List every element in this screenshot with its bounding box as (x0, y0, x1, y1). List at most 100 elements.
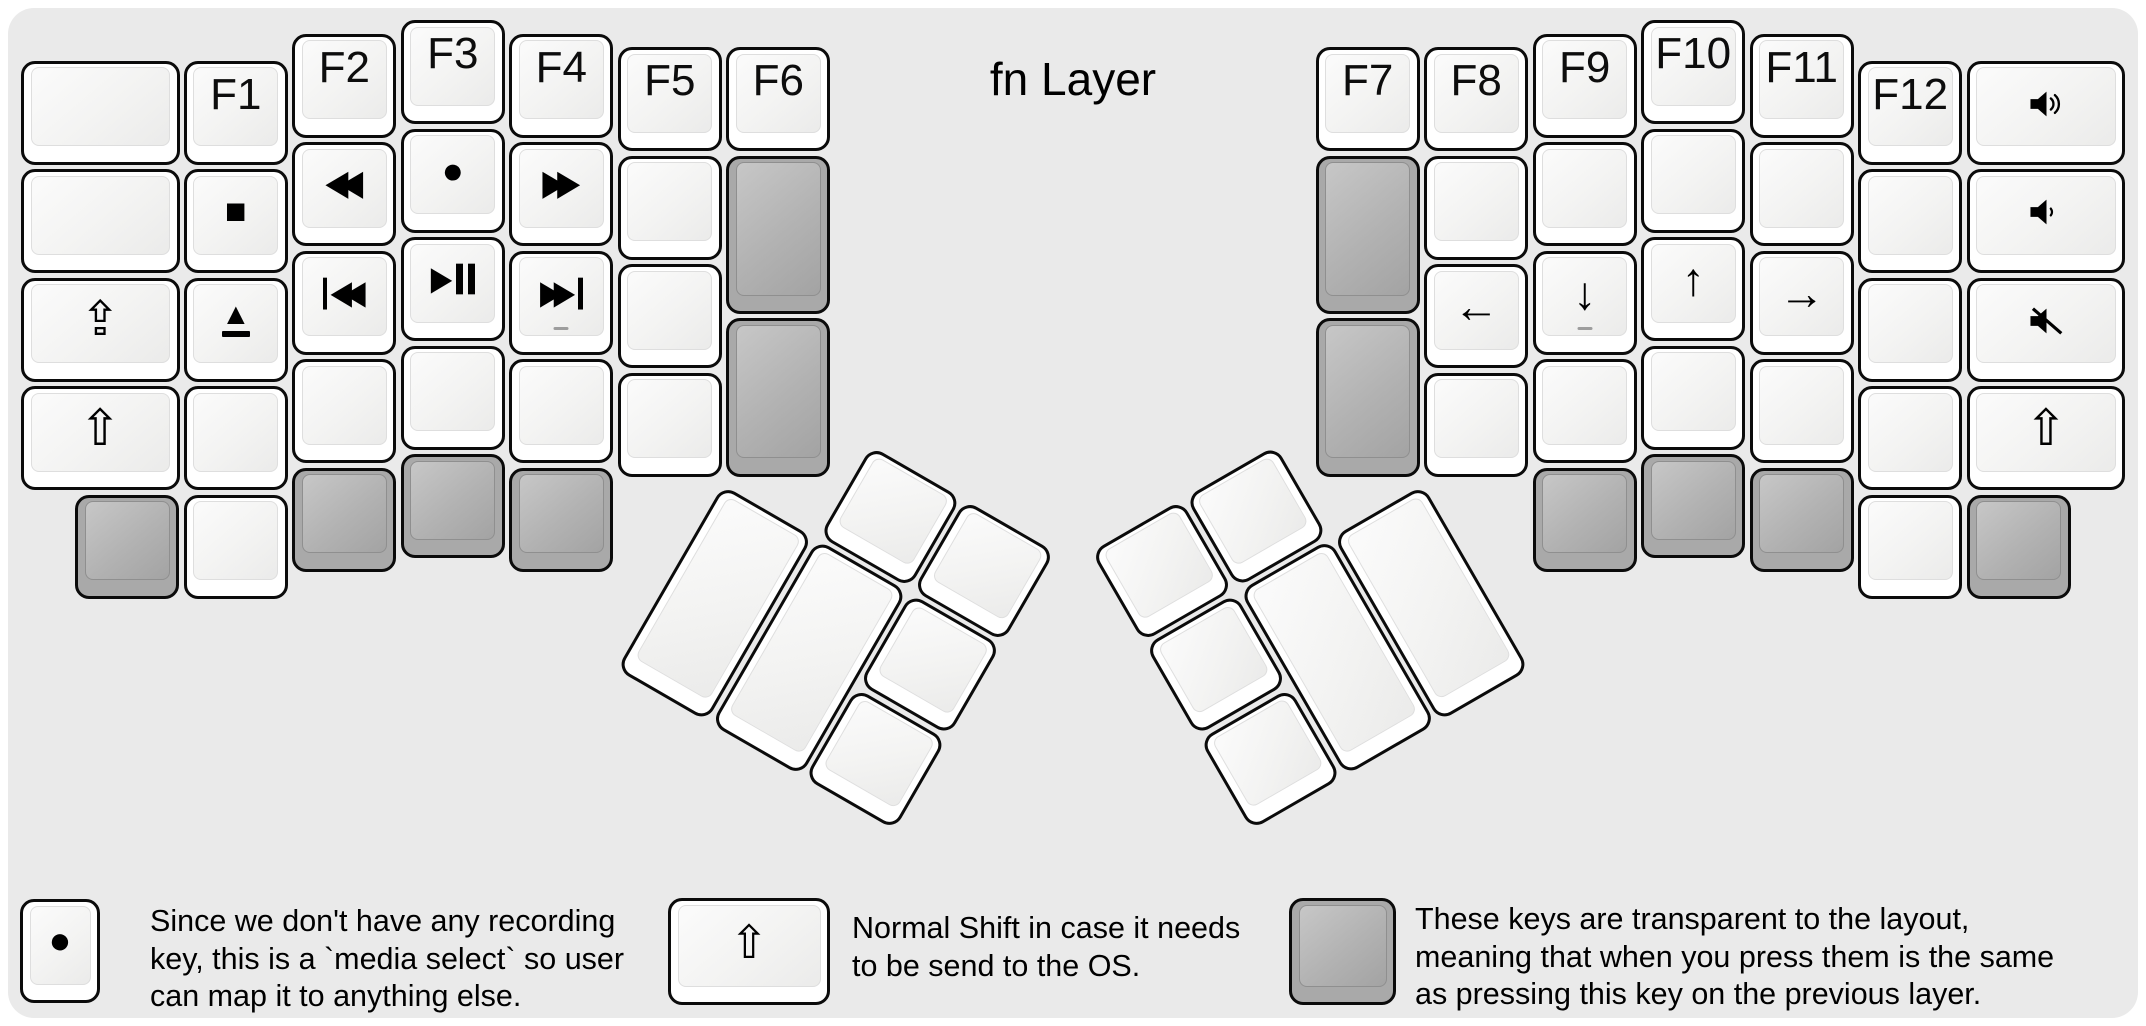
keycap-top (1867, 284, 1953, 364)
key-label: F2 (318, 42, 370, 92)
keycap-top (627, 379, 713, 458)
key-blank (21, 169, 180, 274)
keycap-top: ↑ (1650, 243, 1736, 323)
pause-bar (467, 263, 475, 295)
key-blank (183, 386, 288, 491)
key-label: ← (1453, 280, 1500, 332)
key-label: F7 (1342, 56, 1394, 105)
keycap-top: ● (410, 135, 496, 214)
key-label: ▶▶ (539, 273, 575, 311)
key-volume-up (1966, 60, 2126, 165)
key-transparent (1966, 494, 2071, 599)
key-eject: ▲ (183, 277, 288, 382)
key-volume-down (1966, 169, 2126, 274)
key-blank (1858, 277, 1963, 382)
key-blank (1749, 359, 1854, 464)
keycap-top (627, 162, 713, 241)
key-blank (21, 60, 180, 165)
prev-track-icon: ◀◀ (322, 273, 366, 311)
keycap-top: ▶▶ (518, 257, 604, 337)
key-shift-right: ⇧ (1966, 386, 2126, 491)
keycap-top (1650, 352, 1736, 431)
legend-line: These keys are transparent to the layout… (1415, 902, 1970, 936)
keycap-top (410, 460, 496, 540)
volume-up-icon (2030, 91, 2060, 117)
key-label: F3 (427, 29, 479, 78)
keycap-top (1976, 501, 2062, 581)
homing-bar-icon (1577, 326, 1593, 330)
keycap-top: ▶ (410, 243, 496, 323)
keycap-top (1650, 135, 1736, 214)
key-capslock: ⇪ (21, 277, 180, 382)
keycap-top (1325, 324, 1411, 459)
keycap-top: ⇧ (677, 904, 821, 987)
key-f7: F7 (1315, 47, 1420, 151)
key-label: ↑ (1681, 253, 1705, 305)
keycap-top (84, 501, 170, 581)
key-arrow-up: ↑ (1641, 237, 1746, 341)
keycap-top: ↓ (1542, 257, 1628, 337)
key-transparent (726, 318, 831, 477)
keycap-top (193, 392, 279, 472)
key-arrow-left: ← (1424, 264, 1529, 368)
key-label: F9 (1559, 42, 1611, 92)
keycap-top (1867, 392, 1953, 472)
key-label: F12 (1872, 69, 1949, 119)
key-fast-forward: ▶▶ (509, 142, 614, 247)
keycap-top: ← (1433, 270, 1519, 350)
keycap-top (1325, 162, 1411, 296)
key-blank (509, 359, 614, 464)
layer-title: fn Layer (989, 53, 1157, 105)
legend-line: Normal Shift in case it needs (852, 911, 1241, 945)
key-blank (292, 359, 397, 464)
key-arrow-down: ↓ (1532, 250, 1637, 355)
key-transparent (726, 155, 831, 314)
keycap-top (627, 270, 713, 350)
key-transparent (400, 454, 505, 558)
key-label: ● (441, 150, 464, 191)
key-f1: F1 (183, 60, 288, 165)
volume-down-icon (2030, 199, 2053, 225)
key-label: ◀◀ (325, 164, 363, 203)
keycap-top (1759, 474, 1845, 554)
key-blank (1858, 386, 1963, 491)
key-arrow-right: → (1749, 250, 1854, 355)
key-stop: ■ (183, 169, 288, 274)
key-label: ◀◀ (330, 273, 365, 311)
key-label: F6 (752, 56, 804, 105)
key-prev-track: ◀◀ (292, 250, 397, 355)
legend-line: key, this is a `media select` so user (150, 941, 625, 976)
keycap-top: F6 (735, 53, 821, 133)
legend-key-record: ● (20, 899, 100, 1003)
keycap-top (1976, 284, 2116, 364)
key-f11: F11 (1749, 33, 1854, 138)
keycap-top (518, 365, 604, 445)
key-blank (1858, 169, 1963, 274)
key-blank (1532, 142, 1637, 247)
key-blank (183, 494, 288, 599)
key-f8: F8 (1424, 47, 1529, 151)
keycap-top (735, 162, 821, 296)
legend-key-shift: ⇧ (668, 898, 830, 1005)
keycap-top (301, 474, 387, 554)
keycap-top (1650, 460, 1736, 540)
mute-icon (2030, 307, 2062, 335)
eject-triangle: ▲ (220, 298, 251, 332)
keycap-top: ◀◀ (301, 257, 387, 337)
keycap-top: F3 (410, 26, 496, 106)
key-next-track: ▶▶ (509, 250, 614, 355)
key-rewind: ◀◀ (292, 142, 397, 247)
legend-line: meaning that when you press them is the … (1415, 939, 2055, 974)
keycap-top (1542, 365, 1628, 445)
keycap-top (518, 474, 604, 554)
legend-line: can map it to anything else. (150, 979, 522, 1013)
keycap-top: ■ (193, 175, 279, 255)
keycap-top (1298, 904, 1387, 987)
key-label: F4 (535, 42, 587, 92)
track-bar (322, 276, 328, 309)
key-f6: F6 (726, 47, 831, 151)
key-record: ● (400, 128, 505, 233)
key-blank (1749, 142, 1854, 247)
play-pause-icon: ▶ (431, 262, 475, 295)
